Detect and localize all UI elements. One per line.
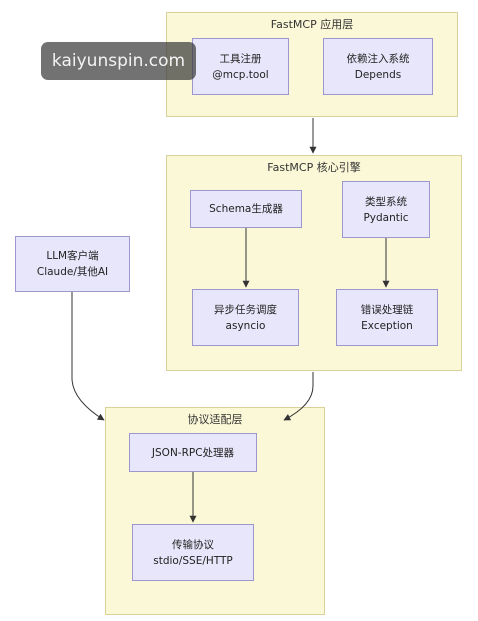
node-schema-generator: Schema生成器 — [190, 190, 302, 228]
node-tool-registration: 工具注册 @mcp.tool — [192, 38, 289, 95]
node-jsonrpc-handler-title: JSON-RPC处理器 — [151, 446, 235, 459]
node-tool-registration-subtitle: @mcp.tool — [212, 68, 269, 81]
node-jsonrpc-handler: JSON-RPC处理器 — [129, 433, 257, 472]
node-dependency-injection: 依赖注入系统 Depends — [323, 38, 433, 95]
node-dependency-injection-subtitle: Depends — [354, 68, 402, 81]
watermark-label: kaiyunspin.com — [41, 42, 196, 80]
node-dependency-injection-title: 依赖注入系统 — [346, 52, 410, 65]
node-transport-protocol-title: 传输协议 — [172, 538, 214, 551]
cluster-app-layer-title: FastMCP 应用层 — [270, 18, 354, 31]
node-async-scheduler-subtitle: asyncio — [225, 319, 266, 332]
node-llm-client-subtitle: Claude/其他AI — [36, 266, 109, 278]
cluster-core-engine-title: FastMCP 核心引擎 — [267, 161, 361, 174]
node-error-chain: 错误处理链 Exception — [336, 289, 438, 346]
node-transport-protocol: 传输协议 stdio/SSE/HTTP — [132, 524, 254, 581]
node-llm-client-title: LLM客户端 — [46, 250, 99, 262]
node-type-system: 类型系统 Pydantic — [342, 181, 430, 238]
node-llm-client: LLM客户端 Claude/其他AI — [15, 236, 130, 292]
node-type-system-subtitle: Pydantic — [363, 211, 409, 224]
node-error-chain-title: 错误处理链 — [360, 303, 414, 316]
node-error-chain-subtitle: Exception — [361, 319, 413, 332]
cluster-protocol-layer-title: 协议适配层 — [187, 413, 243, 426]
node-type-system-title: 类型系统 — [365, 195, 407, 208]
edge-core-to-protocol — [283, 372, 314, 421]
node-async-scheduler-title: 异步任务调度 — [214, 303, 277, 316]
edge-llm-to-protocol — [71, 292, 105, 421]
node-async-scheduler: 异步任务调度 asyncio — [192, 289, 299, 346]
node-schema-generator-title: Schema生成器 — [209, 203, 283, 215]
node-transport-protocol-subtitle: stdio/SSE/HTTP — [153, 554, 233, 567]
node-tool-registration-title: 工具注册 — [219, 52, 262, 65]
